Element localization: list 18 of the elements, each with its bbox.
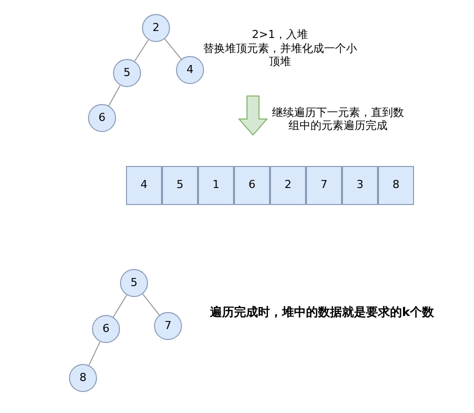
connector-line bbox=[164, 38, 182, 60]
array-cell: 6 bbox=[234, 166, 270, 205]
connector-line bbox=[88, 341, 101, 366]
array-cell: 5 bbox=[162, 166, 198, 205]
connector-line bbox=[108, 84, 121, 106]
array-cell: 4 bbox=[126, 166, 162, 205]
array-cell: 8 bbox=[378, 166, 414, 205]
array-cell: 3 bbox=[342, 166, 378, 205]
array-cell: 1 bbox=[198, 166, 234, 205]
connector-line bbox=[112, 294, 128, 318]
array-cell: 2 bbox=[270, 166, 306, 205]
annotation-text: 遍历完成时，堆中的数据就是要求的k个数 bbox=[210, 306, 435, 319]
connector-line bbox=[142, 293, 160, 316]
connector-line bbox=[134, 39, 149, 62]
annotation-text: 替换堆顶元素，并堆化成一个小顶堆 bbox=[202, 42, 358, 68]
array-cell: 7 bbox=[306, 166, 342, 205]
annotation-text: 2>1，入堆 bbox=[250, 28, 310, 41]
annotation-text: 继续遍历下一元素，直到数组中的元素遍历完成 bbox=[271, 106, 405, 132]
